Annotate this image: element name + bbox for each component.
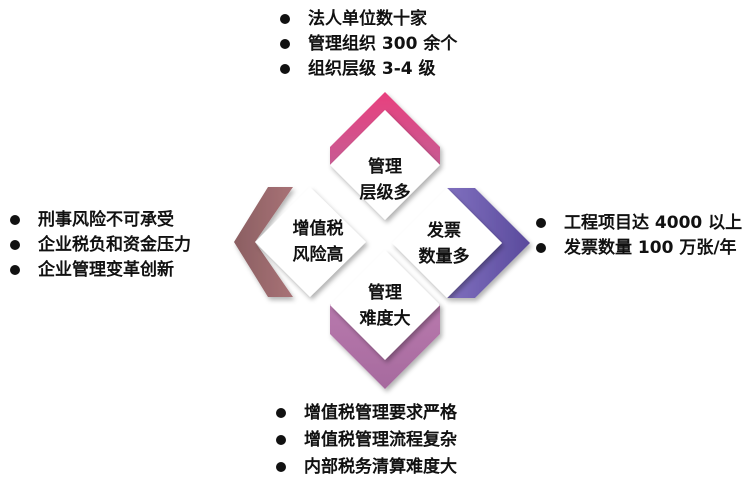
diamond-top bbox=[330, 110, 440, 220]
quadrant-bottom-label-1: 管理 bbox=[368, 282, 402, 303]
bullet-icon bbox=[280, 39, 290, 49]
quadrant-left-label-1: 增值税 bbox=[293, 218, 344, 239]
bullet-icon bbox=[280, 64, 290, 74]
bullet-icon bbox=[280, 14, 290, 24]
bullet-icon bbox=[10, 240, 20, 250]
chevron-right bbox=[447, 188, 530, 298]
bullet-icon bbox=[536, 218, 546, 228]
quadrant-right-label-1: 发票 bbox=[426, 220, 461, 241]
bullet-icon bbox=[276, 462, 286, 472]
quadrant-top-label-2: 层级多 bbox=[360, 182, 411, 203]
quadrant-top-label-1: 管理 bbox=[368, 156, 402, 177]
quadrant-right: 发票 数量多 bbox=[392, 188, 530, 298]
chevron-bottom bbox=[330, 304, 440, 389]
diamond-bottom bbox=[330, 250, 440, 360]
quadrant-bottom-label-2: 难度大 bbox=[359, 308, 411, 329]
quadrant-top: 管理 层级多 bbox=[330, 92, 440, 220]
quadrant-right-label-2: 数量多 bbox=[419, 246, 470, 267]
diamond-right bbox=[392, 188, 502, 298]
diamond-left bbox=[255, 187, 366, 297]
bullet-icon bbox=[276, 435, 286, 445]
quadrant-left: 增值税 风险高 bbox=[234, 187, 366, 297]
quadrant-bottom: 管理 难度大 bbox=[330, 250, 440, 389]
bullet-icon bbox=[10, 265, 20, 275]
quadrant-left-label-2: 风险高 bbox=[293, 244, 344, 265]
bullet-icon bbox=[276, 408, 286, 418]
chevron-top bbox=[330, 92, 440, 165]
bullet-icon bbox=[536, 243, 546, 253]
bullet-icon bbox=[10, 215, 20, 225]
chevron-left bbox=[234, 187, 293, 297]
